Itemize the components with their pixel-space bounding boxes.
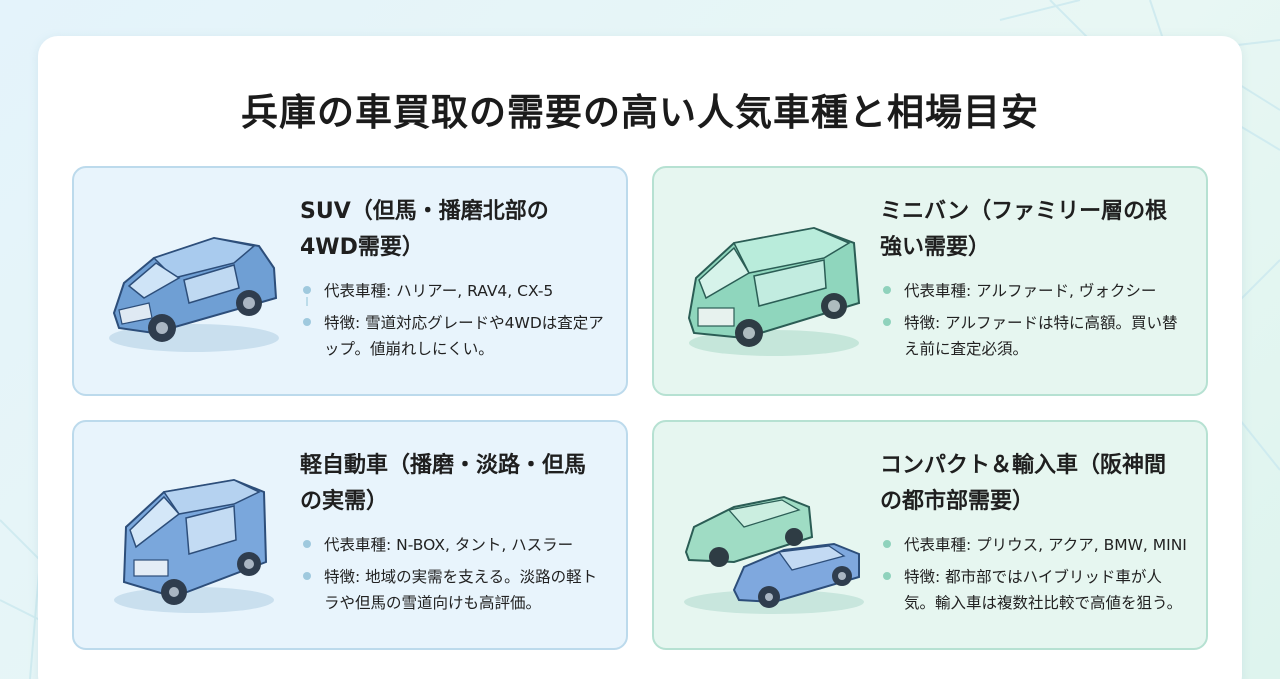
bullet-dot-icon (303, 540, 311, 548)
card-title: 軽自動車（播磨・淡路・但馬の実需） (300, 453, 587, 514)
bullet-dot-icon (883, 286, 891, 294)
bullet-text: 代表車種: N-BOX, タント, ハスラー (324, 536, 574, 554)
compact-and-import-car-icon (684, 495, 864, 614)
bullet-text: 代表車種: アルファード, ヴォクシー (904, 282, 1157, 300)
bullet-features: 特徴: 雪道対応グレードや4WDは査定アップ。値崩れしにくい。 (300, 310, 610, 362)
bullet-models: 代表車種: プリウス, アクア, BMW, MINI (880, 532, 1190, 558)
card-minivan: ミニバン（ファミリー層の根強い需要） 代表車種: アルファード, ヴォクシー 特… (652, 166, 1208, 396)
bullet-dot-icon (883, 572, 891, 580)
bullet-dot-icon (883, 318, 891, 326)
bullet-models: 代表車種: N-BOX, タント, ハスラー (300, 532, 610, 558)
bullet-connector-icon (306, 297, 308, 306)
minivan-car-icon (687, 226, 861, 356)
card-bullets: 代表車種: ハリアー, RAV4, CX-5 特徴: 雪道対応グレードや4WDは… (300, 278, 610, 368)
card-title: SUV（但馬・播磨北部の4WD需要） (300, 199, 549, 260)
card-bullets: 代表車種: N-BOX, タント, ハスラー 特徴: 地域の実需を支える。淡路の… (300, 532, 610, 622)
card-compact-import: コンパクト＆輸入車（阪神間の都市部需要） 代表車種: プリウス, アクア, BM… (652, 420, 1208, 650)
kei-car-icon (114, 478, 274, 613)
bullet-models: 代表車種: ハリアー, RAV4, CX-5 (300, 278, 610, 306)
bullet-models: 代表車種: アルファード, ヴォクシー (880, 278, 1190, 304)
bullet-dot-icon (303, 572, 311, 580)
page-title: 兵庫の車買取の需要の高い人気車種と相場目安 (241, 91, 1039, 134)
bullet-text: 特徴: 地域の実需を支える。淡路の軽トラや但馬の雪道向けも高評価。 (324, 568, 598, 612)
bullet-dot-icon (883, 540, 891, 548)
card-bullets: 代表車種: プリウス, アクア, BMW, MINI 特徴: 都市部ではハイブリ… (880, 532, 1190, 622)
bullet-features: 特徴: アルファードは特に高額。買い替え前に査定必須。 (880, 310, 1190, 362)
bullet-text: 特徴: アルファードは特に高額。買い替え前に査定必須。 (904, 314, 1178, 358)
card-title: コンパクト＆輸入車（阪神間の都市部需要） (880, 453, 1167, 514)
bullet-dot-icon (303, 286, 311, 294)
card-bullets: 代表車種: アルファード, ヴォクシー 特徴: アルファードは特に高額。買い替え… (880, 278, 1190, 368)
bullet-text: 特徴: 雪道対応グレードや4WDは査定アップ。値崩れしにくい。 (324, 314, 604, 358)
card-suv: SUV（但馬・播磨北部の4WD需要） 代表車種: ハリアー, RAV4, CX-… (72, 166, 628, 396)
suv-car-icon (109, 236, 279, 352)
bullet-text: 特徴: 都市部ではハイブリッド車が人気。輸入車は複数社比較で高値を狙う。 (904, 568, 1183, 612)
card-title: ミニバン（ファミリー層の根強い需要） (880, 199, 1168, 260)
card-kei-car: 軽自動車（播磨・淡路・但馬の実需） 代表車種: N-BOX, タント, ハスラー… (72, 420, 628, 650)
bullet-text: 代表車種: プリウス, アクア, BMW, MINI (904, 536, 1187, 554)
bullet-features: 特徴: 都市部ではハイブリッド車が人気。輸入車は複数社比較で高値を狙う。 (880, 564, 1190, 616)
bullet-features: 特徴: 地域の実需を支える。淡路の軽トラや但馬の雪道向けも高評価。 (300, 564, 610, 616)
bullet-dot-icon (303, 318, 311, 326)
bullet-text: 代表車種: ハリアー, RAV4, CX-5 (324, 282, 554, 300)
